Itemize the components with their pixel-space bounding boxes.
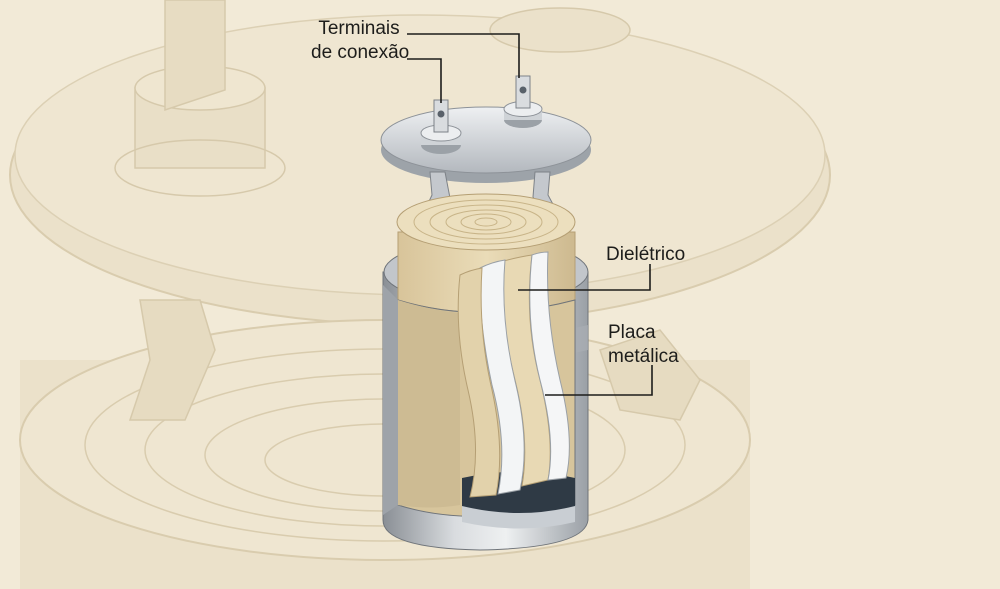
peeled-layers: [457, 251, 570, 498]
connection-terminal-right: [503, 75, 543, 128]
leader-terminais-left: [407, 58, 442, 103]
metal-plate-label: Placa metálica: [608, 321, 679, 369]
dielectric-label: Dielétrico: [606, 244, 686, 265]
leader-dieletrico: [518, 264, 651, 291]
terminals-label-line2: de conexão: [311, 42, 410, 63]
terminals-label-line1: Terminais: [318, 18, 400, 39]
leader-placa: [545, 365, 653, 396]
metal-plate-label-line2: metálica: [608, 346, 679, 367]
metal-plate-label-line1: Placa: [608, 322, 656, 343]
leader-lines: [407, 33, 653, 396]
connection-terminal-left: [420, 99, 462, 154]
leader-terminais-right: [407, 33, 520, 78]
terminals-label: Terminais de conexão: [311, 17, 410, 65]
